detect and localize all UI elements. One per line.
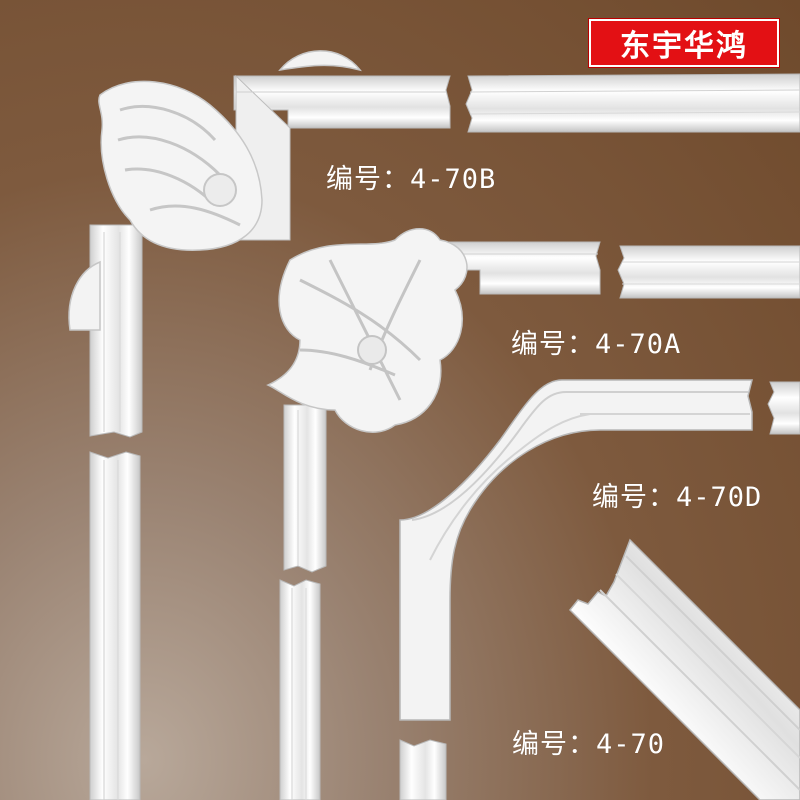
molding-4-70a (266, 228, 800, 800)
product-code-label: 编号：4-70A (511, 329, 682, 360)
molding-4-70 (568, 538, 800, 800)
molding-4-70b (68, 50, 800, 800)
molding-4-70d (399, 379, 800, 800)
product-code-label: 编号：4-70 (512, 729, 666, 760)
product-code-label: 编号：4-70D (592, 482, 763, 513)
product-code-label: 编号：4-70B (326, 164, 497, 195)
brand-badge: 东宇华鸿 (588, 18, 780, 68)
